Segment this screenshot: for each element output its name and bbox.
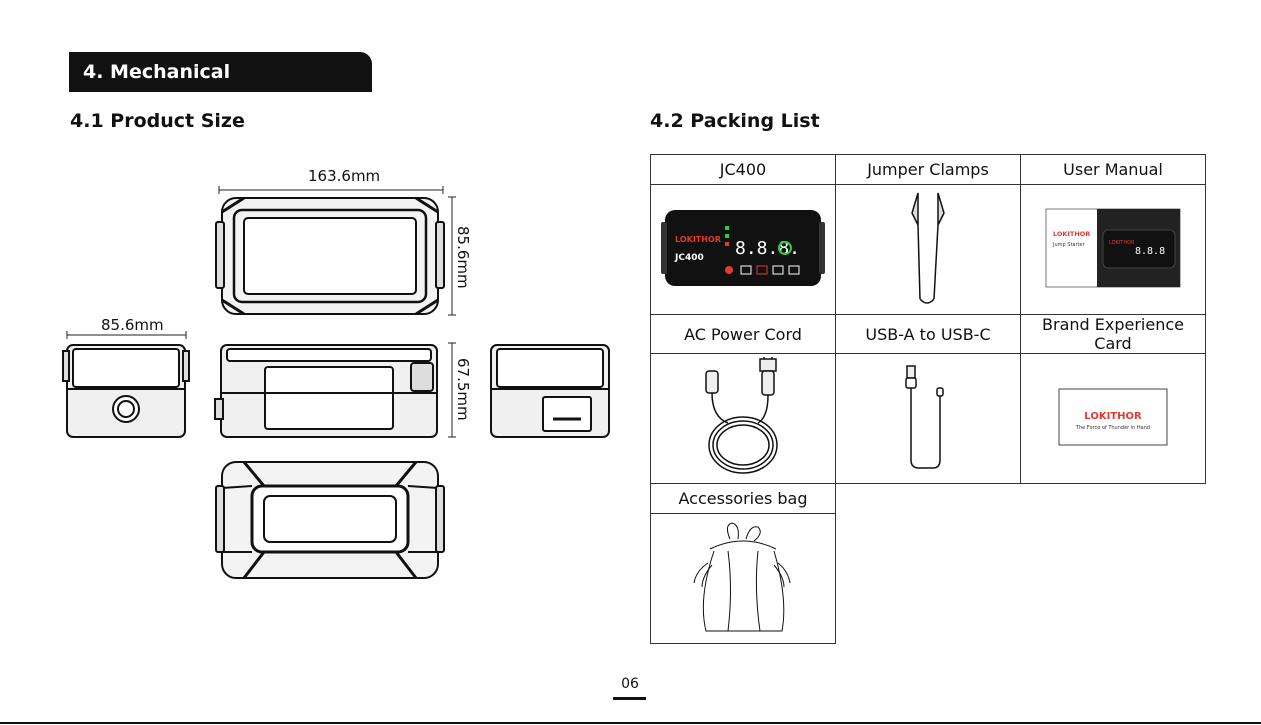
item-label-jc400: JC400 bbox=[650, 154, 836, 185]
footer-rule bbox=[0, 722, 1261, 724]
packing-list-table: JC400 Jumper Clamps User Manual LOKITHOR… bbox=[650, 154, 1206, 644]
bottom-view-drawing bbox=[215, 461, 445, 579]
usb-cable-icon bbox=[905, 364, 944, 469]
front-side-view-drawing bbox=[214, 344, 438, 438]
card-tagline-text: The Force of Thunder in Hand bbox=[1075, 425, 1150, 431]
jump-starter-icon: LOKITHOR JC400 8.8.8. bbox=[661, 209, 825, 286]
item-label-jumper-clamps: Jumper Clamps bbox=[835, 154, 1021, 185]
user-manual-cell: LOKITHOR Jump Starter LOKITHOR 8.8.8 bbox=[1020, 184, 1206, 315]
jumper-clamps-cell bbox=[835, 184, 1021, 315]
packing-list-heading: 4.2 Packing List bbox=[650, 110, 820, 132]
usb-cable-cell bbox=[835, 353, 1021, 484]
height-dimension: 67.5mm bbox=[454, 358, 472, 421]
top-view-drawing bbox=[215, 196, 445, 316]
accessories-bag-cell bbox=[650, 513, 836, 644]
item-label-user-manual: User Manual bbox=[1020, 154, 1206, 185]
user-manual-icon: LOKITHOR Jump Starter LOKITHOR 8.8.8 bbox=[1045, 208, 1181, 287]
svg-text:8.8.8: 8.8.8 bbox=[1135, 246, 1165, 257]
jc400-cell: LOKITHOR JC400 8.8.8. bbox=[650, 184, 836, 315]
device-logo-text: LOKITHOR bbox=[675, 235, 721, 244]
card-logo-text: LOKITHOR bbox=[1084, 411, 1142, 422]
item-label-ac-power-cord: AC Power Cord bbox=[650, 314, 836, 354]
power-cord-icon bbox=[705, 356, 778, 474]
width-dimension: 85.6mm bbox=[101, 316, 164, 334]
item-label-usb-cable: USB-A to USB-C bbox=[835, 314, 1021, 354]
brand-card-icon: LOKITHOR The Force of Thunder in Hand bbox=[1058, 388, 1168, 445]
section-title: 4. Mechanical Characteristic bbox=[69, 52, 372, 123]
device-model-text: JC400 bbox=[674, 253, 704, 263]
svg-text:LOKITHOR: LOKITHOR bbox=[1109, 240, 1135, 246]
width-side-dimension: 85.6mm bbox=[454, 226, 472, 289]
jumper-clamps-icon bbox=[911, 192, 945, 304]
product-size-heading: 4.1 Product Size bbox=[70, 110, 245, 132]
ac-power-cord-cell bbox=[650, 353, 836, 484]
manual-subtitle-text: Jump Starter bbox=[1052, 242, 1086, 248]
drawstring-bag-icon bbox=[693, 521, 791, 631]
page-number-underline bbox=[613, 697, 646, 700]
item-label-brand-card: Brand Experience Card bbox=[1020, 314, 1206, 354]
item-label-accessories-bag: Accessories bag bbox=[650, 483, 836, 514]
left-side-view-drawing bbox=[62, 344, 190, 438]
page-number: 06 bbox=[621, 676, 639, 692]
manual-logo-text: LOKITHOR bbox=[1053, 230, 1090, 238]
right-side-view-drawing bbox=[490, 344, 610, 438]
length-dimension: 163.6mm bbox=[308, 167, 381, 185]
brand-card-cell: LOKITHOR The Force of Thunder in Hand bbox=[1020, 353, 1206, 484]
